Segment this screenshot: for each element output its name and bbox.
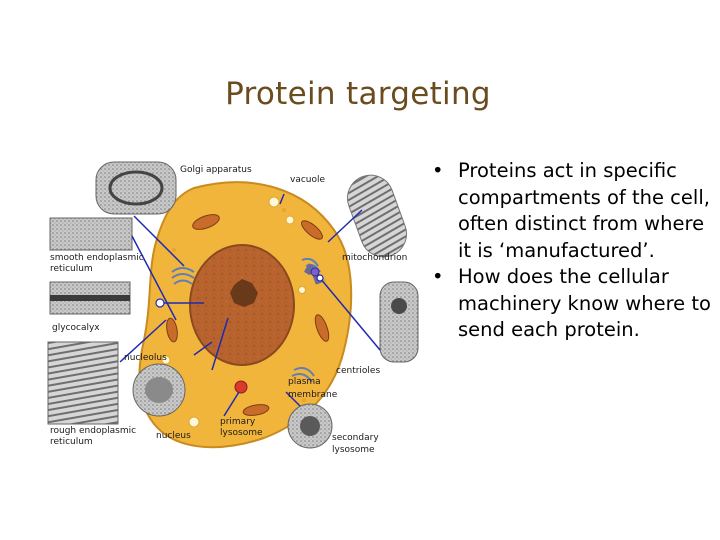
primary-lysosome-organelle [234,380,248,394]
bullet-list: Proteins act in specific compartments of… [432,158,716,344]
mitochondrion-organelle [242,404,270,416]
rough-er-label-line1: rough endoplasmic [50,426,136,436]
plasma-membrane-label-line2: membrane [288,390,338,400]
rough-er-micrograph [47,341,119,425]
vacuole-label: vacuole [290,175,326,185]
centrioles-label: centrioles [336,366,380,376]
mitochondrion-organelle [192,214,220,230]
mitochondrion-label: mitochondrion [342,253,407,263]
centriole-micrograph [379,281,419,363]
plasma-membrane-label-line1: plasma [288,377,321,387]
nucleolus-organelle [230,279,258,307]
smooth-er-label-line1: smooth endoplasmic [50,253,144,263]
glycocalyx-label: glycocalyx [52,323,100,333]
secondary-lysosome-label-line1: secondary [332,433,379,443]
smooth-er-label-line2: reticulum [50,264,93,274]
golgi-micrograph [95,161,177,215]
bullet-item: Proteins act in specific compartments of… [432,158,716,264]
primary-lysosome-label-line1: primary [220,417,256,427]
animal-cell-diagram: Golgi apparatus vacuole mitochondrion sm… [47,161,419,455]
smooth-er-micrograph [49,217,133,251]
primary-lysosome-label-line2: lysosome [220,428,263,438]
golgi-label: Golgi apparatus [180,165,252,175]
bullet-item: How does the cellular machinery know whe… [432,264,716,344]
mitochondrion-organelle [166,317,178,343]
rough-er-label-line2: reticulum [50,437,93,447]
nucleolus-label: nucleolus [124,353,167,363]
nucleus-label: nucleus [156,431,191,441]
mitochondrion-micrograph [347,174,407,258]
mitochondrion-organelle [301,220,323,240]
slide-title: Protein targeting [225,76,491,112]
secondary-lysosome-label-line2: lysosome [332,445,375,455]
mitochondrion-organelle [314,314,330,342]
